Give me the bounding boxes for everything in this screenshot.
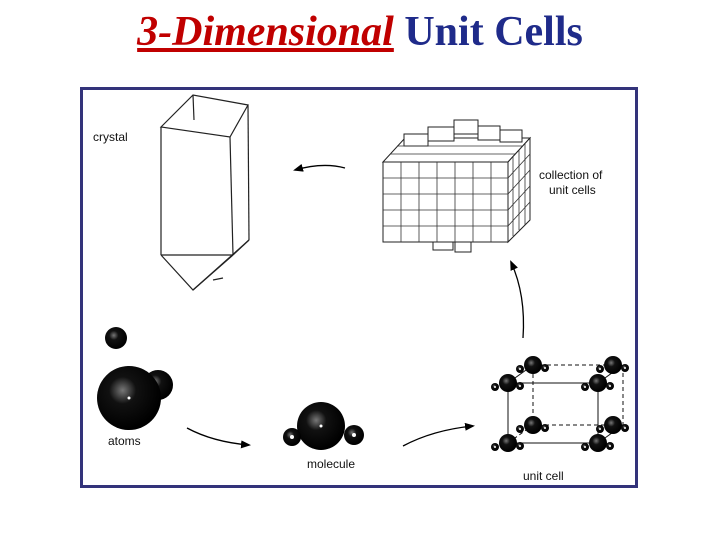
arrow-to-crystal xyxy=(295,165,345,170)
unit-cell-label: unit cell xyxy=(523,469,564,483)
slide-title-emphasis: 3-Dimensional xyxy=(137,9,394,55)
collection-label-line2: unit cells xyxy=(549,183,596,197)
slide-title-rest: Unit Cells xyxy=(404,9,583,55)
unit-cell-collection xyxy=(383,120,530,252)
diagram-frame: crystal collection of unit cells atoms m… xyxy=(80,87,638,488)
atoms-label: atoms xyxy=(108,434,141,448)
crystal-shape xyxy=(161,95,249,290)
arrow-to-unit-cell xyxy=(403,426,473,446)
crystal-formation-diagram xyxy=(83,90,635,485)
slide-title: 3-Dimensional Unit Cells xyxy=(0,8,720,56)
collection-label-line1: collection of xyxy=(539,168,602,182)
crystal-label: crystal xyxy=(93,130,128,144)
molecule-group xyxy=(283,402,364,450)
molecule-label: molecule xyxy=(307,457,355,471)
arrow-to-molecule xyxy=(187,428,249,445)
unit-cell-molecules xyxy=(491,356,629,452)
unit-cell-cube xyxy=(508,365,623,443)
atoms-group xyxy=(97,327,173,430)
arrow-to-collection xyxy=(511,262,524,338)
